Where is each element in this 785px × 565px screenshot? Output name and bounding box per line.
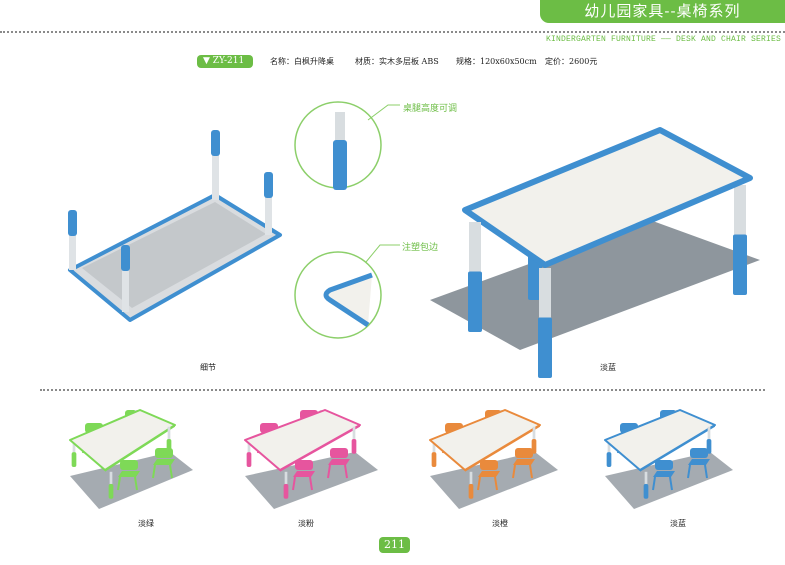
chair-seat [688, 459, 710, 465]
chair-leg [309, 476, 313, 491]
table-leg-sleeve [351, 438, 357, 454]
table-leg [69, 234, 76, 270]
table-leg-sleeve [468, 483, 474, 499]
table-leg-sleeve [246, 452, 252, 467]
chair-leg [134, 476, 138, 491]
variant-label: 淡绿 [138, 519, 154, 528]
table-shadow [70, 452, 193, 509]
table-leg [72, 440, 76, 453]
chair-seat [328, 459, 350, 465]
table-leg-sleeve [264, 172, 273, 198]
callout-leg-adjustable: 桌腿高度可调 [403, 104, 458, 114]
table-shadow [430, 220, 760, 350]
product-name: 名称：白枫升降桌 [270, 57, 334, 66]
chair-back [295, 460, 313, 470]
chair-seat [118, 471, 140, 477]
table-leg-sleeve [643, 483, 649, 499]
table-leg-sleeve [468, 271, 482, 332]
divider-top [0, 31, 785, 33]
table-leg-sleeve [121, 245, 130, 271]
chair-leg [512, 464, 516, 479]
chair-back [480, 460, 498, 470]
chair-leg [652, 476, 656, 491]
chair-back [515, 448, 533, 458]
table-leg [265, 196, 272, 235]
chair-back [655, 460, 673, 470]
product-code-badge: ▼ ZY-211 [197, 55, 253, 68]
callout-line [367, 104, 400, 121]
product-material: 材质：实木多层板 ABS [355, 57, 439, 66]
table-leg-sleeve [108, 483, 114, 499]
table-leg-sleeve [283, 483, 289, 499]
chair-leg [687, 464, 691, 479]
variant-label: 淡蓝 [670, 519, 686, 528]
table-top [462, 127, 753, 268]
table-leg [122, 269, 129, 312]
chair-leg [529, 464, 533, 479]
chair-leg [669, 476, 673, 491]
table-leg [734, 185, 746, 235]
table-leg [532, 426, 536, 439]
divider-middle [40, 389, 765, 391]
chair-leg [169, 464, 173, 479]
series-title-banner: 幼儿园家具--桌椅系列 [540, 0, 785, 23]
table-leg-sleeve [606, 452, 612, 467]
chair-leg [292, 476, 296, 491]
table-shadow [605, 452, 733, 509]
chair-leg [152, 464, 156, 479]
label-detail: 细节 [200, 363, 216, 372]
table-edge-detail [323, 272, 373, 328]
chair-leg [344, 464, 348, 479]
table-leg [335, 112, 345, 140]
chair-back [155, 448, 173, 458]
table-leg [109, 471, 113, 484]
table-leg [607, 440, 611, 453]
table-leg [167, 426, 171, 439]
table-leg-sleeve [333, 140, 347, 190]
chair-seat [153, 459, 175, 465]
table-leg [469, 222, 481, 272]
table-leg [707, 426, 711, 439]
page-number: 211 [379, 537, 410, 553]
table-leg-sleeve [211, 130, 220, 156]
product-price: 定价：2600元 [545, 57, 598, 66]
table-leg [432, 440, 436, 453]
chair-leg [477, 476, 481, 491]
table-leg [469, 471, 473, 484]
variant-label: 淡橙 [492, 519, 508, 528]
table-leg [352, 426, 356, 439]
variant-label: 淡粉 [298, 519, 314, 528]
table-leg [539, 268, 551, 318]
table-leg [212, 154, 219, 200]
table-leg [247, 440, 251, 453]
table-leg [284, 471, 288, 484]
table-shadow [430, 452, 558, 509]
callout-line [365, 244, 400, 263]
callout-edge-banding: 注塑包边 [402, 243, 439, 253]
chair-leg [704, 464, 708, 479]
chair-seat [513, 459, 535, 465]
chair-seat [293, 471, 315, 477]
table-leg [644, 471, 648, 484]
chair-back [120, 460, 138, 470]
series-subtitle: KINDERGARTEN FURNITURE —— DESK AND CHAIR… [545, 35, 781, 44]
table-leg-sleeve [538, 317, 552, 378]
chair-seat [653, 471, 675, 477]
label-main-color: 淡蓝 [600, 363, 616, 372]
chair-leg [327, 464, 331, 479]
product-size: 规格：120x60x50cm [456, 57, 537, 66]
chair-leg [494, 476, 498, 491]
chair-back [330, 448, 348, 458]
chair-seat [478, 471, 500, 477]
table-leg-sleeve [71, 452, 77, 467]
table-leg-sleeve [68, 210, 77, 236]
table-leg-sleeve [431, 452, 437, 467]
table-leg-sleeve [733, 234, 747, 295]
chair-leg [117, 476, 121, 491]
chair-back [690, 448, 708, 458]
